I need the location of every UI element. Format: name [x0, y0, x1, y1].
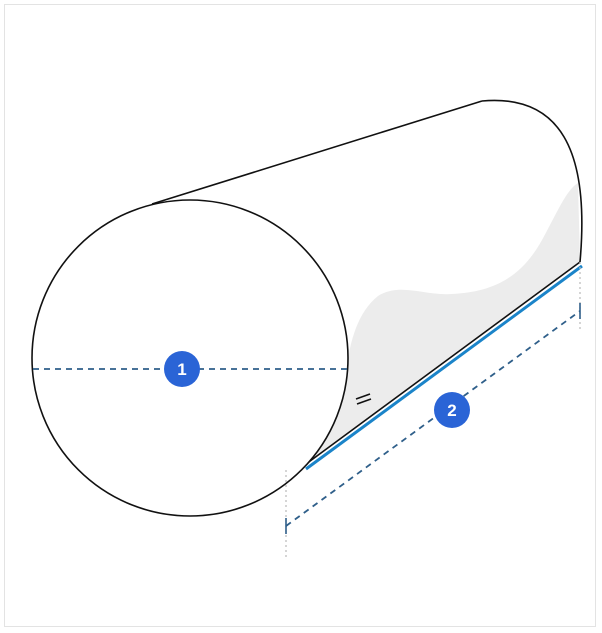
cylinder-top-edge: [151, 100, 483, 205]
length-dimension-line: [285, 310, 581, 527]
cylinder-bottom-edge: [301, 261, 581, 468]
cylinder-bottom-edge-highlight: [305, 264, 583, 471]
length-badge-label: 2: [447, 401, 456, 420]
diameter-badge-label: 1: [177, 360, 186, 379]
parallel-mark: [355, 393, 372, 405]
diameter-badge: 1: [164, 351, 200, 387]
length-badge: 2: [434, 392, 470, 428]
cylinder-shading: [300, 183, 580, 468]
cylinder-end-cap: [481, 99, 583, 263]
